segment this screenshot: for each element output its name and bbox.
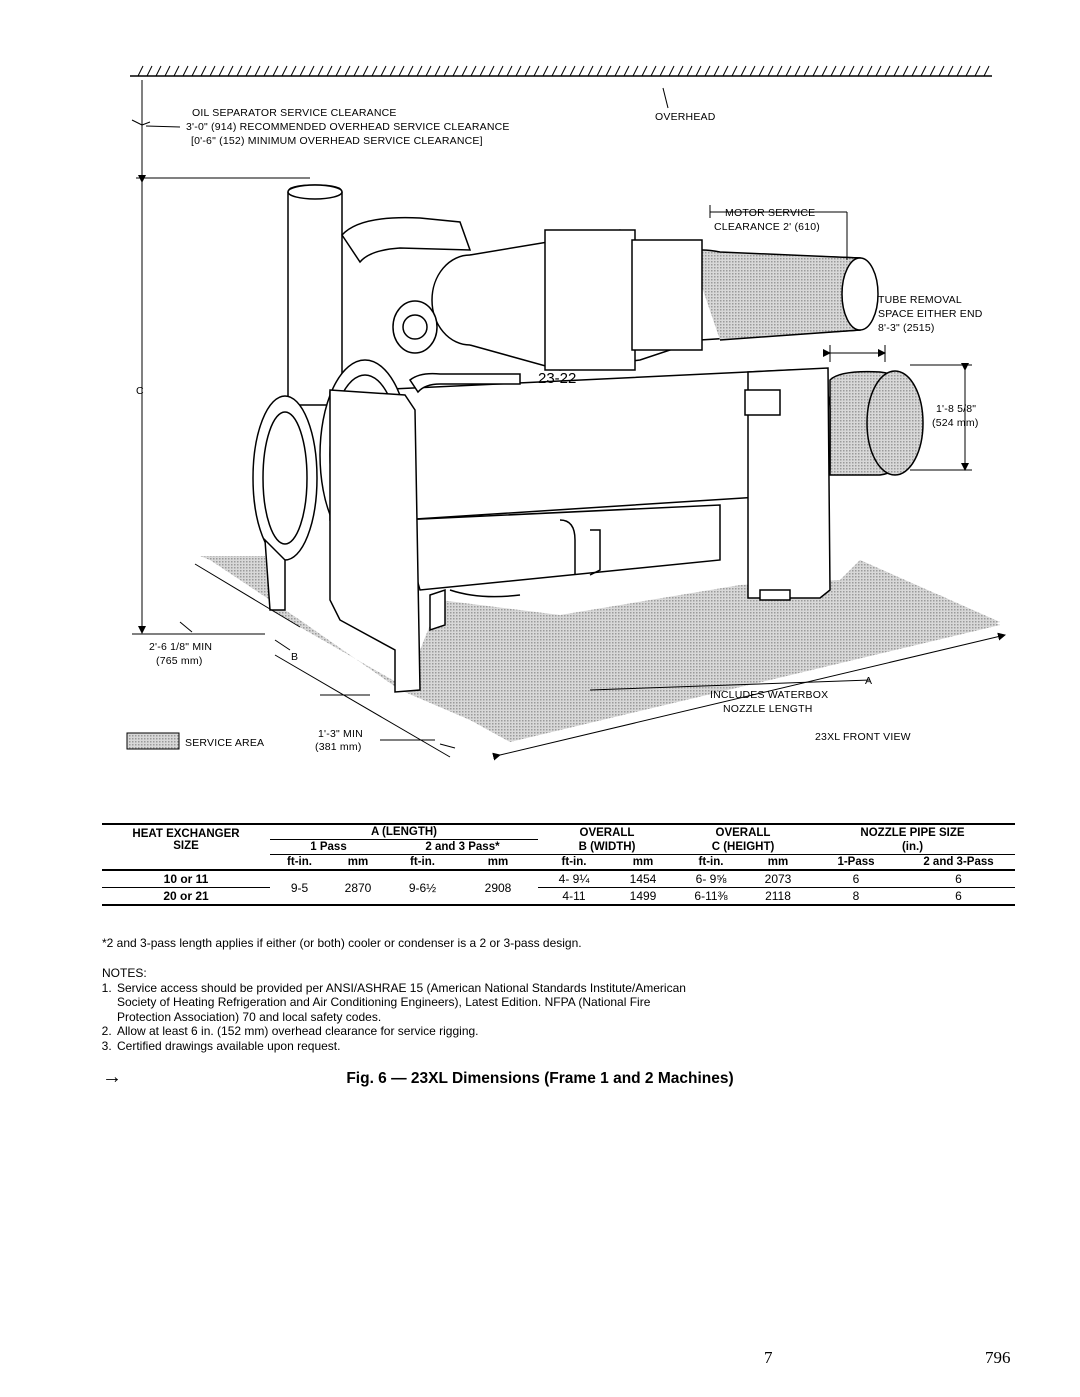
n1-cell: 8 (810, 887, 902, 906)
mm-header: mm (329, 854, 387, 871)
page-number: 7 (764, 1348, 773, 1367)
overall-c-header: OVERALL (676, 823, 810, 840)
c-ftin-cell: 6-11⅜ (676, 887, 746, 906)
note-item: Certified drawings available upon reques… (115, 1039, 702, 1054)
table-row: 20 or 21 4-11 1499 6-11⅜ 2118 8 6 (102, 887, 1015, 906)
service-area-legend: SERVICE AREA (185, 737, 264, 749)
document-number: 796 (985, 1348, 1011, 1367)
chiller-dimension-drawing: 23-22 OVE (126, 65, 1006, 761)
n23-cell: 6 (902, 870, 1015, 888)
mm-header: mm (610, 854, 676, 871)
a1-mm-cell: 2870 (329, 870, 387, 906)
one-pass-header: 1 Pass (270, 839, 387, 855)
overhead-label: OVERHEAD (655, 111, 716, 123)
oil-clearance-line2: 3'-0" (914) RECOMMENDED OVERHEAD SERVICE… (186, 121, 510, 133)
a1-ftin-cell: 9-5 (270, 870, 329, 906)
includes-waterbox-line1: INCLUDES WATERBOX (710, 689, 828, 701)
size-cell: 10 or 11 (102, 870, 270, 888)
service-area-swatch (126, 732, 180, 750)
includes-waterbox-line2: NOZZLE LENGTH (723, 703, 813, 715)
b-mm-cell: 1454 (610, 870, 676, 888)
tube-dia-line1: 1'-8 5/8" (936, 403, 976, 415)
note-item: Service access should be provided per AN… (115, 981, 702, 1025)
notes-title: NOTES: (102, 966, 147, 980)
notes-section: NOTES: Service access should be provided… (102, 966, 702, 1053)
mm-header: mm (458, 854, 538, 871)
two-three-pass-header: 2 and 3 Pass* (387, 839, 538, 855)
tube-removal-line2: SPACE EITHER END (878, 308, 983, 320)
front-clear-line2: (381 mm) (315, 741, 362, 753)
mm-header: mm (746, 854, 810, 871)
b-mm-cell: 1499 (610, 887, 676, 906)
tube-removal-line3: 8'-3" (2515) (878, 322, 935, 334)
table-footnote: *2 and 3-pass length applies if either (… (102, 936, 582, 950)
n23-cell: 6 (902, 887, 1015, 906)
ceiling-line (130, 65, 992, 77)
ftin-header: ft-in. (538, 854, 610, 871)
service-area-floor (200, 556, 1000, 742)
tube-removal-line1: TUBE REMOVAL (878, 294, 962, 306)
motor-service-line1: MOTOR SERVICE (725, 207, 815, 219)
b-width-header: B (WIDTH) (538, 839, 676, 855)
c-mm-cell: 2118 (746, 887, 810, 906)
oil-clearance-line1: OIL SEPARATOR SERVICE CLEARANCE (192, 107, 397, 119)
dim-b-label: B (291, 651, 298, 663)
a-length-header: A (LENGTH) (270, 823, 538, 840)
note-item: Allow at least 6 in. (152 mm) overhead c… (115, 1024, 702, 1039)
dim-a-label: A (865, 675, 872, 687)
dimension-lines (131, 80, 1006, 761)
n1-cell: 6 (810, 870, 902, 888)
c-height-header: C (HEIGHT) (676, 839, 810, 855)
blank-subheader (102, 854, 270, 871)
chiller-machine (252, 184, 924, 693)
nozzle-unit-header: (in.) (810, 839, 1015, 855)
oil-clearance-line3: [0'-6" (152) MINIMUM OVERHEAD SERVICE CL… (191, 135, 483, 147)
machine-mark: 23-22 (538, 370, 576, 387)
nozzle-1pass-header: 1-Pass (810, 854, 902, 871)
b-ftin-cell: 4- 9¼ (538, 870, 610, 888)
c-ftin-cell: 6- 9⅝ (676, 870, 746, 888)
view-label: 23XL FRONT VIEW (815, 731, 911, 743)
ftin-header: ft-in. (676, 854, 746, 871)
size-cell: 20 or 21 (102, 887, 270, 906)
b-ftin-cell: 4-11 (538, 887, 610, 906)
overall-b-header: OVERALL (538, 823, 676, 840)
tube-dia-line2: (524 mm) (932, 417, 979, 429)
a23-ftin-cell: 9-6½ (387, 870, 458, 906)
c-mm-cell: 2073 (746, 870, 810, 888)
table-row: 10 or 11 9-5 2870 9-6½ 2908 4- 9¼ 1454 6… (102, 870, 1015, 906)
nozzle-23pass-header: 2 and 3-Pass (902, 854, 1015, 871)
nozzle-header: NOZZLE PIPE SIZE (810, 823, 1015, 840)
front-clear-line1: 1'-3" MIN (318, 728, 363, 740)
drawing-labels: OVERHEAD OIL SEPARATOR SERVICE CLEARANCE… (126, 107, 983, 753)
figure-caption: Fig. 6 — 23XL Dimensions (Frame 1 and 2 … (346, 1070, 734, 1087)
left-clear-line1: 2'-6 1/8" MIN (149, 641, 212, 653)
dim-c-label: C (136, 385, 144, 397)
a23-mm-cell: 2908 (458, 870, 538, 906)
left-clear-line2: (765 mm) (156, 655, 203, 667)
ftin-header: ft-in. (387, 854, 458, 871)
ftin-header: ft-in. (270, 854, 329, 871)
change-arrow-icon: → (102, 1066, 122, 1088)
motor-service-line2: CLEARANCE 2' (610) (714, 221, 820, 233)
